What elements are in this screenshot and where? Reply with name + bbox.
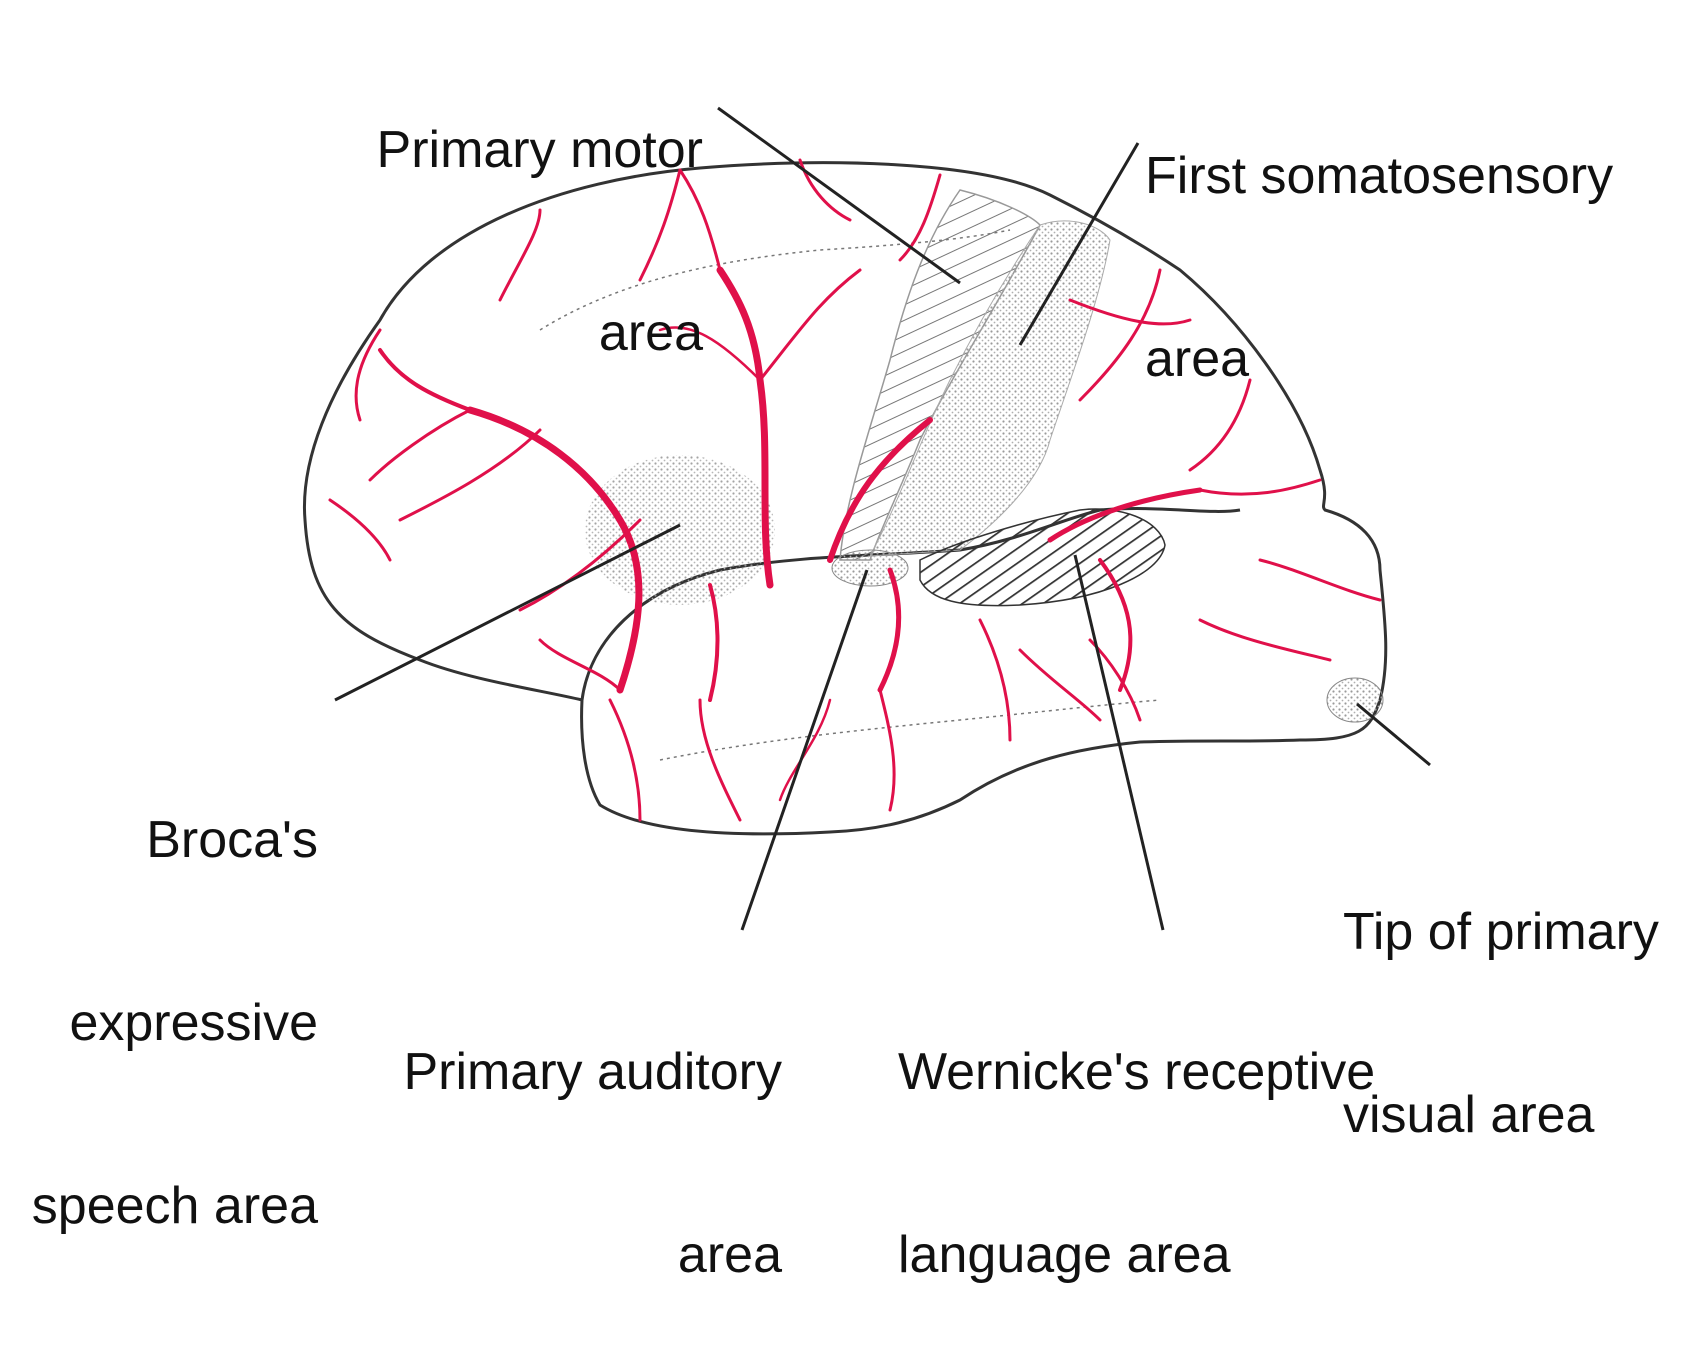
label-first-somatosensory-area: First somatosensory area: [1145, 24, 1613, 451]
leader-auditory: [742, 570, 867, 930]
label-primary-motor-area: Primary motor area: [330, 0, 703, 425]
auditory-area: [832, 550, 908, 586]
label-wernicke-area: Wernicke's receptive language area: [898, 920, 1375, 1347]
label-broca-area: Broca's expressive speech area: [0, 688, 318, 1298]
label-visual-area: Tip of primary visual area: [1343, 780, 1659, 1207]
leader-motor: [718, 108, 960, 283]
label-primary-auditory-area: Primary auditory area: [380, 920, 782, 1347]
visual-area: [1327, 678, 1383, 722]
leader-visual: [1357, 704, 1430, 765]
broca-area: [585, 455, 775, 605]
